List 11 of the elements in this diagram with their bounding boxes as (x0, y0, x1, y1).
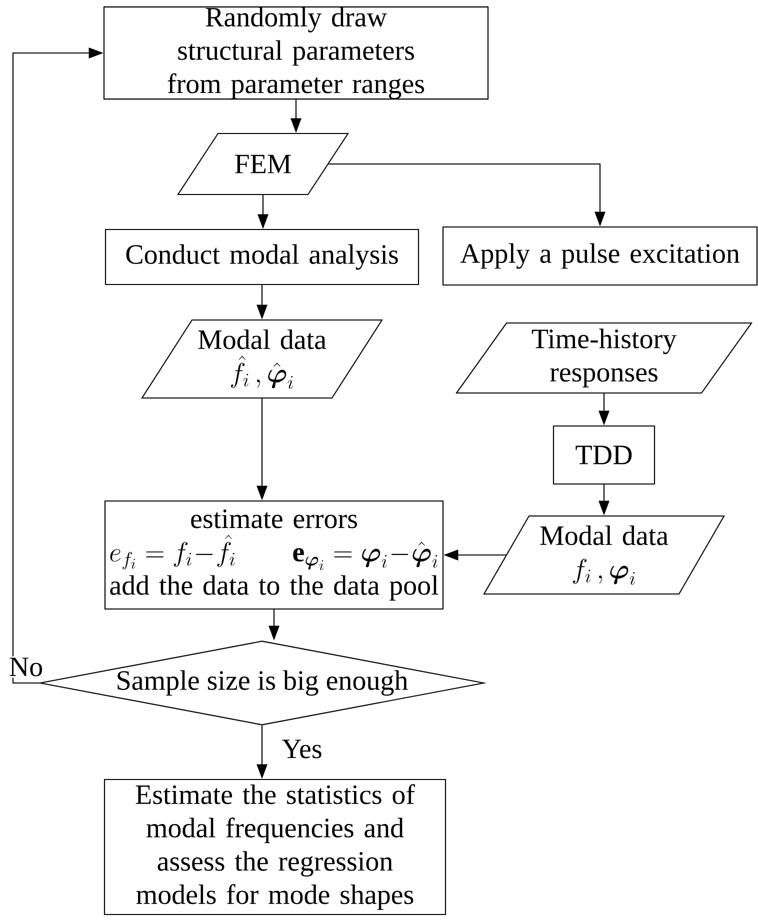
edge-label: No (8, 656, 44, 678)
data-parallelogram: Modal data $f_i\,, \boldsymbol{\varphi}_i$ (483, 515, 725, 595)
process-box: estimate errors $e_{f_i} = f_i - \hat{f}_i$ $\mathbf{e}_{\boldsymbol{\varphi}_i} = \boldsymbol{\varphi}_i - \hat{\boldsymbol{\varphi}}_i$ add the data to the data pool (104, 500, 444, 610)
process-box: Estimate the statistics of modal frequencies and assess the regression models for mode shapes (104, 778, 446, 916)
data-parallelogram: Modal data $\hat{f}_i\,, \hat{\boldsymbol{\varphi}}_i$ (141, 319, 383, 399)
edge-label: Yes (280, 738, 324, 760)
process-box: Randomly draw structural parameters from parameter ranges (103, 6, 489, 100)
process-box: TDD (552, 425, 656, 485)
process-box: Conduct modal analysis (104, 228, 420, 286)
process-box: Apply a pulse excitation (442, 226, 758, 286)
data-parallelogram: FEM (177, 132, 349, 196)
